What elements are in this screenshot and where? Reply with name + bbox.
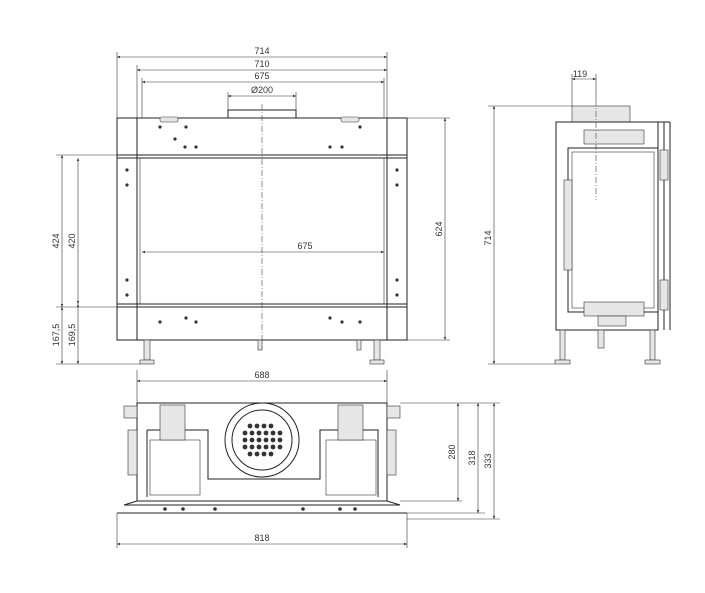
dim-675-top: 675	[254, 71, 269, 81]
dim-675-inner: 675	[297, 241, 312, 251]
front-view: 714 710 675 Ø200 675 624 424 420 167,5 1…	[51, 46, 450, 365]
dim-424-height: 424	[51, 233, 61, 248]
dim-420-height: 420	[67, 233, 77, 248]
dim-818-width: 818	[254, 533, 269, 543]
side-view: 119 714	[483, 69, 671, 365]
dim-714-width: 714	[254, 46, 269, 56]
dim-688-width: 688	[254, 370, 269, 380]
dim-710-width: 710	[254, 59, 269, 69]
dim-119-depth: 119	[573, 69, 587, 79]
dim-280-depth: 280	[447, 444, 457, 459]
dim-flue-diameter: Ø200	[251, 85, 273, 95]
dim-333-depth: 333	[483, 453, 493, 468]
dim-169-5-height: 169,5	[67, 324, 77, 347]
top-view: 688 818 280 318 333	[116, 370, 500, 548]
dim-167-5-height: 167,5	[51, 324, 61, 347]
dim-624-height: 624	[434, 221, 444, 236]
dim-318-depth: 318	[467, 450, 477, 465]
dim-714-height: 714	[483, 230, 493, 245]
